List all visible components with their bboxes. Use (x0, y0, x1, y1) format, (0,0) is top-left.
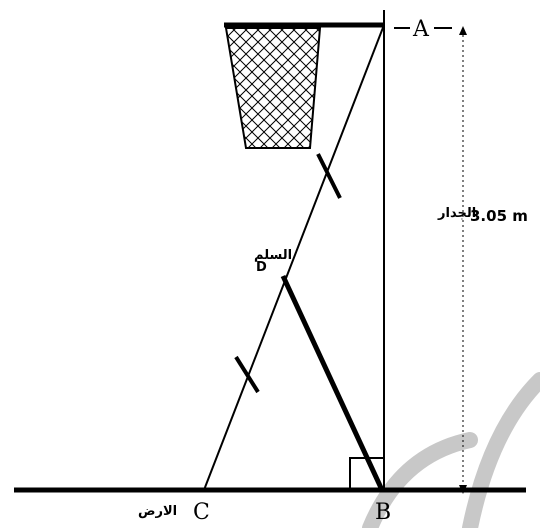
label-c: C (193, 500, 210, 525)
label-d: D (256, 260, 267, 275)
watermark (362, 372, 540, 528)
segment-db (280, 274, 385, 492)
tick-mark (316, 153, 342, 199)
watermark-stroke (362, 432, 478, 528)
tick-mark (234, 355, 260, 394)
basketball-net (224, 27, 322, 149)
label-b: B (375, 500, 391, 525)
ladder-label: السلم (254, 248, 292, 263)
ground-label: الارض (138, 504, 177, 519)
arrow-down-icon (459, 485, 467, 494)
watermark-stroke (462, 372, 540, 528)
height-value: 3.05 m (470, 207, 528, 225)
arrow-up-icon (459, 26, 467, 35)
ladder-line (203, 24, 385, 491)
wall-label: الجدار (437, 206, 476, 221)
label-a: A (412, 17, 430, 42)
